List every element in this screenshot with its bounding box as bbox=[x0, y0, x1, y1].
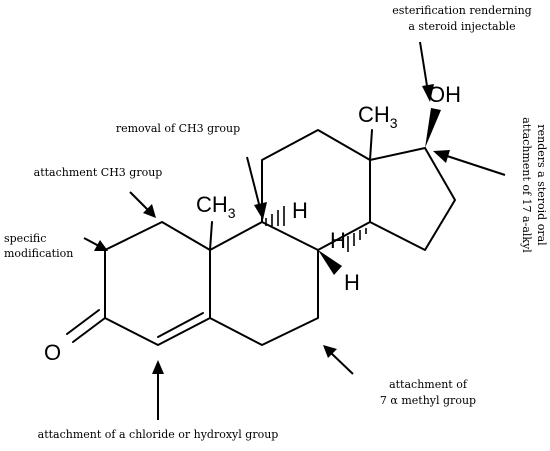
h8-wedge-bond bbox=[318, 250, 342, 275]
h14-hash-bond bbox=[347, 228, 367, 252]
steroid-skeleton bbox=[66, 108, 456, 346]
ring-a bbox=[104, 221, 211, 346]
ch3-c10-subscript: 3 bbox=[228, 205, 236, 221]
arrow-attachment-ch3 bbox=[129, 191, 156, 218]
ch3-c10-main: CH bbox=[196, 192, 228, 217]
removal-ch3-label: removal of CH3 group bbox=[116, 122, 240, 135]
chloride-hydroxyl-label: attachment of a chloride or hydroxyl gro… bbox=[38, 428, 279, 441]
arrow-specific-modification bbox=[83, 237, 108, 251]
ch3-c13-label: CH3 bbox=[358, 102, 398, 131]
ketone-bond-1 bbox=[72, 317, 106, 343]
ring-b bbox=[209, 221, 319, 346]
esterification-label-line2: a steroid injectable bbox=[408, 20, 515, 33]
arrow-chloride-hydroxyl bbox=[152, 360, 164, 420]
attachment-ch3-label: attachment CH3 group bbox=[34, 166, 163, 179]
methyl-7a-label-line2: 7 α methyl group bbox=[380, 394, 476, 407]
specific-modification-line2: modification bbox=[4, 247, 73, 260]
esterification-label-line1: esterification renderning bbox=[392, 4, 531, 17]
ketone-bond-2 bbox=[66, 309, 100, 335]
oxygen-label: O bbox=[44, 340, 61, 365]
arrow-7-alpha-methyl bbox=[323, 345, 354, 375]
alkyl-17-label-line2: renders a steroid oral bbox=[535, 124, 548, 246]
methyl-c13-bond bbox=[369, 129, 373, 161]
alkyl-17-label-line1: attachment of 17 a-alkyl bbox=[520, 117, 533, 253]
ch3-c10-label: CH3 bbox=[196, 192, 236, 221]
methyl-7a-label-line1: attachment of bbox=[389, 378, 468, 391]
methyl-c10-bond bbox=[209, 221, 213, 251]
atom-labels: O CH3 CH3 OH H H H bbox=[44, 82, 461, 365]
ring-d bbox=[369, 147, 456, 251]
ch3-c13-main: CH bbox=[358, 102, 390, 127]
c4-c5-double-bond bbox=[157, 312, 204, 338]
ring-c bbox=[261, 129, 371, 251]
h8-label: H bbox=[344, 270, 360, 295]
h9-hash-bond bbox=[265, 206, 285, 226]
specific-modification-line1: specific bbox=[4, 232, 46, 245]
ch3-c13-subscript: 3 bbox=[390, 115, 398, 131]
oh-wedge-bond bbox=[425, 108, 441, 148]
arrow-removal-ch3 bbox=[246, 156, 267, 220]
annotation-arrows bbox=[83, 41, 506, 420]
arrow-esterification bbox=[419, 41, 434, 102]
alkyl-17-label: attachment of 17 a-alkyl renders a stero… bbox=[520, 117, 548, 253]
h14-label: H bbox=[330, 228, 346, 253]
annotation-labels: esterification renderning a steroid inje… bbox=[4, 4, 548, 441]
h9-label: H bbox=[292, 198, 308, 223]
arrow-17-alkyl bbox=[433, 150, 506, 176]
